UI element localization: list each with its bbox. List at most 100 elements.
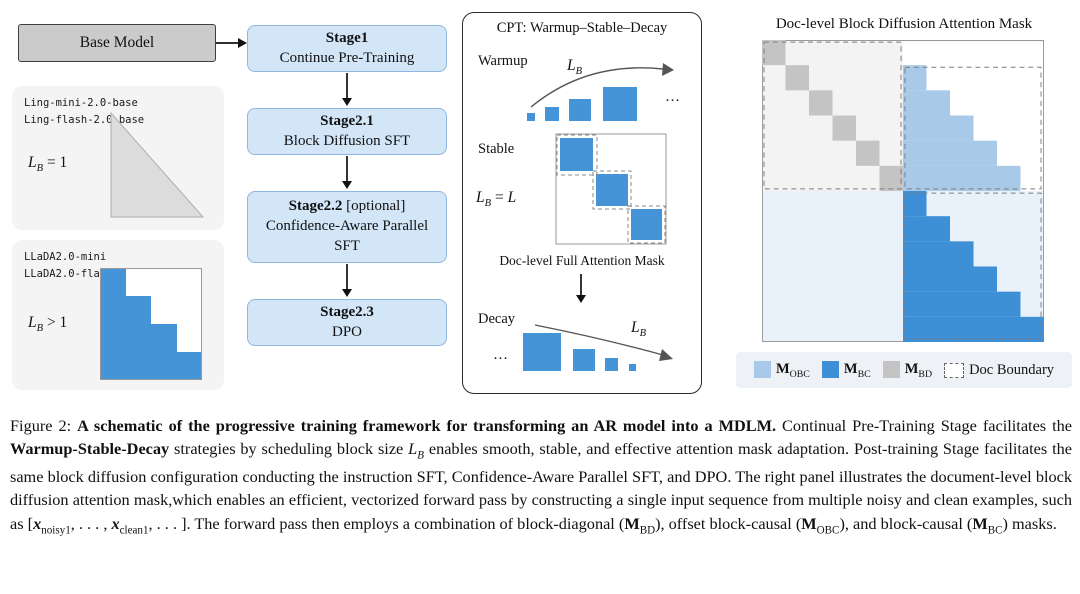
- stage-title: Stage2.3: [320, 303, 374, 323]
- arrow-down-icon: [576, 274, 586, 303]
- bd-block: [832, 115, 856, 141]
- full-attention-mask-label: Doc-level Full Attention Mask: [499, 253, 665, 268]
- block: [605, 358, 618, 371]
- decay-label: Decay: [478, 311, 516, 327]
- doc-boundary-label: Doc Boundary: [969, 361, 1055, 378]
- block: [603, 87, 637, 121]
- doc-block: [631, 209, 662, 240]
- decay-blocks-graphic: [523, 324, 673, 371]
- attention-mask-title: Doc-level Block Diffusion Attention Mask: [775, 16, 1033, 32]
- block-staircase-mask-graphic: [100, 268, 202, 380]
- block-size-equation: LB = 1: [28, 154, 68, 175]
- warmup-block-size-label: LB: [567, 57, 583, 78]
- legend-item-bd: MBD: [882, 360, 933, 380]
- doc-boundary-box: [556, 134, 598, 176]
- model-name: LLaDA2.0-mini: [24, 251, 107, 263]
- warmup-ellipsis: …: [665, 89, 681, 105]
- block-row: [101, 269, 126, 296]
- block-row: [101, 352, 201, 379]
- bc-row: [903, 316, 1044, 342]
- bd-swatch: [882, 361, 900, 379]
- model-names: LLaDA2.0-mini LLaDA2.0-flash: [24, 249, 113, 283]
- block: [545, 107, 559, 121]
- doc-block: [560, 138, 593, 171]
- bd-block: [879, 165, 903, 191]
- doc-boundary-swatch: [944, 362, 965, 378]
- bc-row: [903, 241, 974, 267]
- base-model-label: Base Model: [79, 34, 155, 51]
- legend-item-doc-boundary: Doc Boundary: [944, 362, 1054, 379]
- obc-row: [903, 165, 1021, 191]
- stage-title: Stage1: [326, 29, 369, 49]
- bc-swatch: [821, 361, 839, 379]
- legend-item-bc: MBC: [821, 360, 871, 380]
- figure-caption: Figure 2: A schematic of the progressive…: [10, 416, 1073, 536]
- block: [629, 364, 636, 371]
- doc-boundary-box: [904, 192, 1042, 340]
- block-row: [101, 296, 151, 324]
- block-diffusion-models-panel: LLaDA2.0-mini LLaDA2.0-flash LB > 1: [12, 240, 224, 390]
- block: [523, 333, 561, 371]
- stable-label: Stable: [478, 141, 515, 157]
- stage2-3-label: Stage2.3: [320, 303, 374, 320]
- decay-ellipsis: …: [493, 347, 509, 363]
- cpt-panel: CPT: Warmup–Stable–Decay Warmup LB … Sta…: [462, 12, 702, 394]
- model-name: LLaDA2.0-flash: [24, 267, 113, 280]
- arrowhead-icon: [662, 63, 674, 76]
- stage2-1-label: Stage2.1: [320, 112, 374, 129]
- block: [573, 349, 595, 371]
- growth-arrow-curve: [530, 67, 664, 108]
- causal-mask-triangle: [110, 112, 204, 218]
- model-name: Ling-mini-2.0-base: [24, 97, 138, 109]
- block-row: [101, 324, 177, 352]
- bc-row: [903, 291, 1021, 317]
- causal-mask-triangle-graphic: [110, 112, 204, 218]
- doc-block: [596, 174, 628, 206]
- cpt-panel-title: CPT: Warmup–Stable–Decay: [496, 20, 668, 36]
- arrow-right-icon: [216, 38, 247, 48]
- stage-subtitle: Continue Pre-Training: [279, 49, 415, 66]
- warmup-label: Warmup: [478, 53, 528, 69]
- bc-row: [903, 266, 997, 292]
- stage-subtitle: SFT: [334, 237, 360, 254]
- stable-block-size-equation: LB = L: [476, 189, 517, 210]
- arrowhead-icon: [659, 349, 673, 361]
- decay-arrow-curve: [534, 324, 664, 356]
- bc-row: [903, 216, 950, 242]
- bd-block: [856, 140, 880, 166]
- stage-title: Stage2.1: [320, 112, 374, 132]
- stage-box-stage1: Stage1 Continue Pre-Training: [247, 25, 447, 72]
- obc-row: [903, 65, 927, 91]
- arrow-down-icon: [342, 264, 352, 297]
- block: [569, 99, 591, 121]
- stage-title: Stage2.2 [optional]: [289, 197, 406, 217]
- stable-mask-graphic: [555, 133, 667, 245]
- stage1-label: Stage1: [325, 29, 369, 46]
- bd-block: [785, 65, 809, 91]
- block-size-equation: LB > 1: [28, 314, 68, 335]
- stage2-2-optional-label: [optional]: [342, 198, 406, 215]
- arrow-down-icon: [342, 156, 352, 189]
- doc-boundary-box: [627, 205, 666, 244]
- bc-label: MBC: [843, 360, 871, 380]
- obc-label: MOBC: [775, 360, 810, 380]
- stage-subtitle: DPO: [331, 323, 362, 340]
- stage-box-stage2-1: Stage2.1 Block Diffusion SFT: [247, 108, 447, 155]
- decay-block-size-label: LB: [631, 319, 647, 340]
- doc-boundary-box: [904, 66, 1042, 190]
- bd-block: [809, 90, 833, 116]
- bd-block: [762, 40, 786, 66]
- arrow-down-icon: [342, 73, 352, 106]
- stage-subtitle: Confidence-Aware Parallel: [265, 218, 429, 235]
- ar-base-models-panel: Ling-mini-2.0-base Ling-flash-2.0-base L…: [12, 86, 224, 230]
- warmup-blocks-graphic: [527, 63, 674, 121]
- bd-label: MBD: [904, 360, 933, 380]
- obc-swatch: [753, 361, 771, 379]
- doc-boundary-box: [763, 41, 902, 190]
- base-model-box: Base Model: [18, 24, 216, 62]
- bc-row: [903, 191, 927, 217]
- legend-item-obc: MOBC: [753, 360, 810, 380]
- doc-boundary-box: [592, 170, 632, 210]
- stage-subtitle: Block Diffusion SFT: [283, 132, 411, 149]
